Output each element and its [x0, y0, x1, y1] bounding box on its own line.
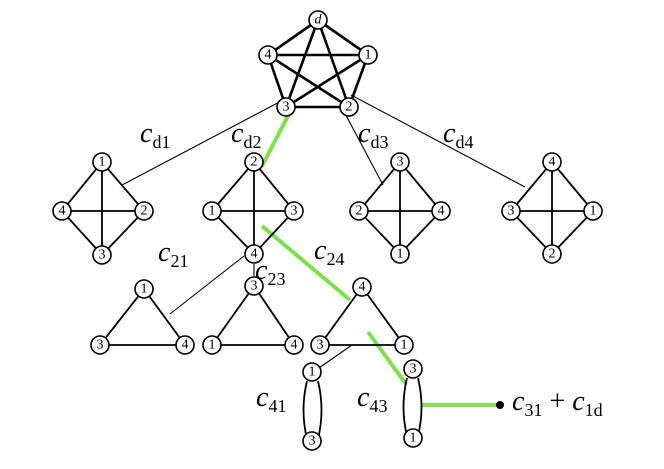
square-d2-node: 3 — [284, 201, 304, 221]
square-d2-node: 4 — [244, 244, 264, 264]
triangle-21-node: 3 — [90, 335, 110, 355]
triangle-24-node: 4 — [352, 277, 372, 297]
triangle-23-node: 3 — [244, 276, 264, 296]
svg-text:3: 3 — [397, 155, 404, 170]
svg-text:1: 1 — [309, 365, 316, 380]
svg-text:1: 1 — [209, 338, 216, 353]
svg-text:4: 4 — [438, 204, 445, 219]
square-d2-node: 1 — [202, 201, 222, 221]
highlight-43 — [366, 330, 408, 386]
label-c23: c23 — [255, 255, 285, 289]
svg-text:3: 3 — [410, 362, 417, 377]
connector-41 — [315, 344, 353, 371]
pair-43-node: 1 — [403, 428, 423, 448]
svg-text:3: 3 — [291, 204, 298, 219]
svg-text:3: 3 — [317, 338, 324, 353]
triangle-24: 4 3 1 — [310, 277, 414, 355]
svg-text:3: 3 — [97, 338, 104, 353]
label-c41: c41 — [256, 382, 286, 416]
svg-text:1: 1 — [401, 338, 408, 353]
svg-text:1: 1 — [410, 431, 417, 446]
square-d2-node: 2 — [244, 152, 264, 172]
connector-d1 — [121, 97, 288, 186]
label-cd1: cd1 — [140, 118, 170, 152]
svg-text:4: 4 — [359, 280, 366, 295]
triangle-21: 1 3 4 — [90, 279, 195, 355]
label-cd4: cd4 — [443, 118, 473, 152]
triangle-23-node: 4 — [284, 335, 304, 355]
svg-text:3: 3 — [508, 204, 515, 219]
svg-text:1: 1 — [590, 204, 597, 219]
square-d4-node: 4 — [542, 152, 562, 172]
svg-text:1: 1 — [209, 204, 216, 219]
svg-text:3: 3 — [309, 434, 316, 449]
square-d1: 1 4 2 3 — [52, 152, 154, 265]
square-d4-node: 1 — [583, 201, 603, 221]
square-d2: 2 1 3 4 — [202, 152, 304, 264]
square-d3-node: 1 — [390, 244, 410, 264]
graph-d-center-node: d — [308, 10, 328, 30]
svg-text:2: 2 — [549, 247, 556, 262]
triangle-24-node: 1 — [394, 335, 414, 355]
triangle-23: 3 1 4 — [202, 276, 304, 355]
square-d3-node: 3 — [390, 152, 410, 172]
square-d1-node: 2 — [134, 201, 154, 221]
pair-41: 1 3 — [302, 362, 323, 451]
triangle-23-node: 1 — [202, 335, 222, 355]
svg-text:1: 1 — [141, 282, 148, 297]
label-c21: c21 — [158, 237, 188, 271]
svg-text:4: 4 — [549, 155, 556, 170]
pair-43: 3 1 — [402, 359, 423, 448]
svg-text:4: 4 — [265, 48, 272, 63]
square-d3-node: 4 — [431, 201, 451, 221]
square-d1-node: 1 — [92, 152, 112, 172]
square-d1-node: 3 — [92, 245, 112, 265]
connector-21 — [169, 255, 245, 315]
svg-text:2: 2 — [346, 100, 353, 115]
svg-text:2: 2 — [251, 155, 258, 170]
pair-41-node: 3 — [302, 431, 322, 451]
square-d3: 3 2 4 1 — [349, 152, 451, 264]
graph-d-node: 3 — [276, 97, 296, 117]
graph-d-node: 4 — [258, 45, 278, 65]
connector-d4 — [350, 94, 526, 188]
graph-d-node: 2 — [339, 97, 359, 117]
svg-text:3: 3 — [283, 100, 290, 115]
connector-d3 — [339, 103, 384, 186]
square-d1-node: 4 — [52, 201, 72, 221]
triangle-21-node: 4 — [175, 335, 195, 355]
svg-text:d: d — [315, 13, 323, 28]
pair-41-node: 1 — [302, 362, 322, 382]
svg-text:4: 4 — [251, 247, 258, 262]
svg-text:2: 2 — [141, 204, 148, 219]
svg-text:3: 3 — [251, 279, 258, 294]
svg-text:4: 4 — [182, 338, 189, 353]
svg-text:1: 1 — [397, 247, 404, 262]
square-d4: 4 3 1 2 — [501, 152, 603, 264]
square-d4-node: 2 — [542, 244, 562, 264]
svg-text:1: 1 — [99, 155, 106, 170]
pair-43-node: 3 — [403, 359, 423, 379]
svg-text:1: 1 — [365, 48, 372, 63]
label-c43: c43 — [357, 382, 387, 416]
svg-text:2: 2 — [356, 204, 363, 219]
label-cd3: cd3 — [358, 118, 388, 152]
triangle-24-node: 3 — [310, 335, 330, 355]
graph-d-node: 1 — [358, 45, 378, 65]
final-expression: c31 + c1d — [512, 386, 603, 420]
label-c24: c24 — [314, 235, 344, 269]
svg-text:4: 4 — [291, 338, 298, 353]
svg-text:4: 4 — [59, 204, 66, 219]
highlight-24 — [260, 224, 352, 302]
highlight-d2 — [260, 113, 291, 167]
square-d3-node: 2 — [349, 201, 369, 221]
label-cd2: cd2 — [231, 118, 261, 152]
endpoint-dot — [496, 401, 504, 409]
square-d4-node: 3 — [501, 201, 521, 221]
graph-d-edges — [266, 18, 370, 109]
svg-text:3: 3 — [99, 248, 106, 263]
triangle-21-node: 1 — [134, 279, 154, 299]
